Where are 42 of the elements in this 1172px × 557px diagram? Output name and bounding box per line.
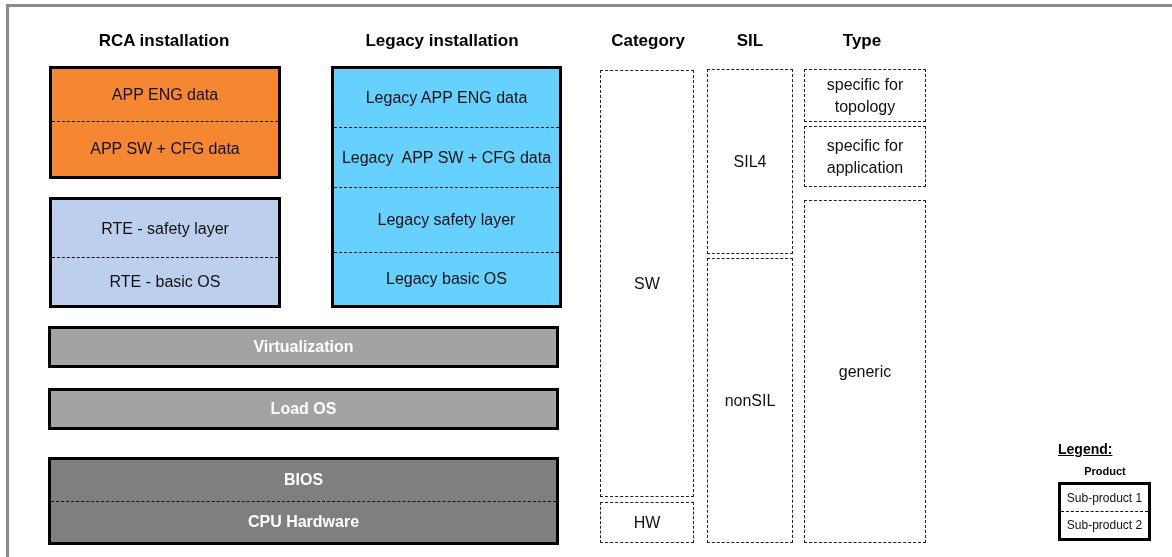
classification-box bbox=[804, 69, 926, 122]
column-heading: Category bbox=[611, 31, 685, 51]
legend-product-label: Product bbox=[1084, 465, 1126, 477]
layer-bar bbox=[48, 388, 559, 430]
classification-box bbox=[804, 126, 926, 187]
layer-text: Load OS bbox=[270, 399, 337, 420]
layer-text: Virtualization bbox=[253, 337, 354, 358]
classification-box bbox=[600, 502, 694, 543]
layer-text: APP SW + CFG data bbox=[90, 139, 240, 160]
classification-box bbox=[804, 200, 926, 543]
layer-text: Sub-product 2 bbox=[1066, 516, 1143, 534]
layer-text: specific for topology bbox=[825, 74, 905, 117]
layer-text: RTE - basic OS bbox=[109, 271, 221, 292]
layer-text: specific for application bbox=[825, 135, 905, 178]
layer-text: RTE - safety layer bbox=[101, 218, 229, 239]
layer-text: Legacy APP ENG data bbox=[365, 88, 528, 109]
layer-text: APP ENG data bbox=[111, 85, 219, 106]
layer-text: nonSIL bbox=[724, 390, 776, 411]
layer-text: Legacy safety layer bbox=[377, 209, 516, 230]
column-heading: RCA installation bbox=[98, 31, 230, 51]
legend-title: Legend: bbox=[1058, 441, 1113, 457]
product-box bbox=[48, 457, 559, 545]
layer-text: Legacy basic OS bbox=[386, 269, 507, 289]
product-box bbox=[49, 66, 281, 179]
classification-box bbox=[600, 70, 694, 497]
layer-text: HW bbox=[633, 512, 661, 533]
layer-text: Sub-product 1 bbox=[1066, 489, 1143, 507]
layer-bar bbox=[48, 326, 559, 368]
layer-text: Legacy APP SW + CFG data bbox=[341, 147, 552, 168]
column-heading: Legacy installation bbox=[365, 31, 519, 51]
product-box bbox=[331, 66, 562, 308]
product-box bbox=[49, 197, 281, 308]
layer-text: SIL4 bbox=[733, 151, 767, 172]
layer-text: SW bbox=[634, 273, 660, 294]
product-box bbox=[1058, 482, 1151, 541]
layer-text: BIOS bbox=[283, 470, 324, 491]
column-heading: SIL bbox=[736, 31, 764, 51]
layer-text: CPU Hardware bbox=[247, 511, 360, 532]
classification-box bbox=[707, 258, 793, 543]
classification-box bbox=[707, 69, 793, 254]
column-heading: Type bbox=[842, 31, 882, 51]
layer-text: generic bbox=[838, 361, 892, 382]
